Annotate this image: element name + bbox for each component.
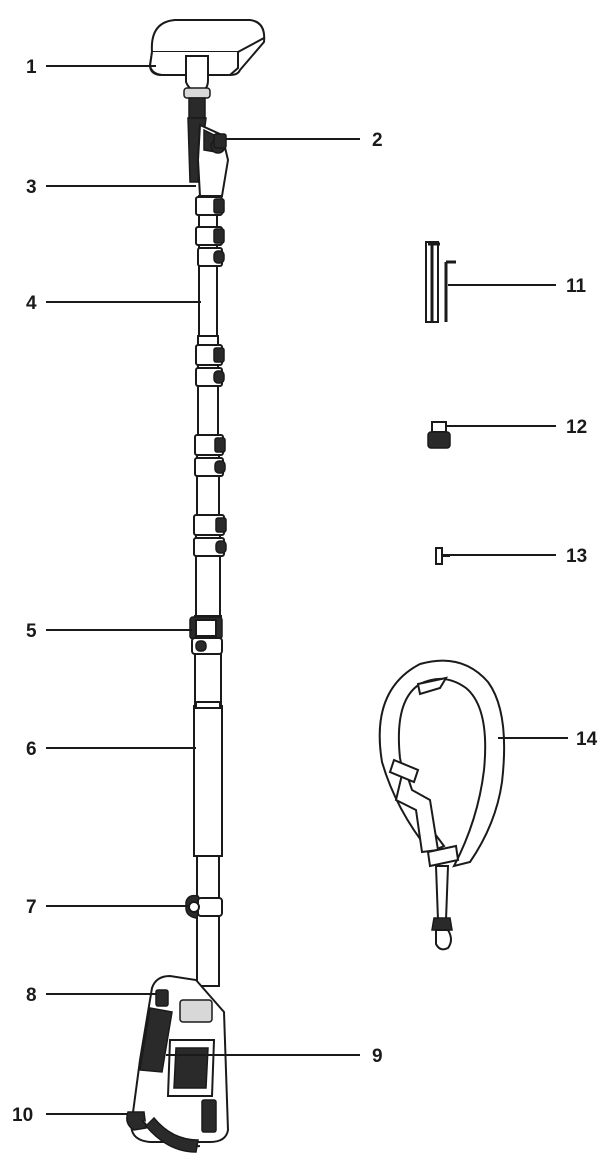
shoulder-strap (378, 659, 506, 951)
callout-9: 9 (372, 1046, 383, 1067)
callout-7: 7 (26, 897, 37, 918)
callout-12: 12 (566, 417, 587, 438)
lower-pole (185, 855, 223, 987)
callout-14: 14 (576, 729, 598, 750)
spray-handle (126, 974, 230, 1153)
leader-lines (46, 65, 568, 1115)
pole-clamps (189, 196, 227, 655)
callout-labels: 1 2 3 4 5 6 7 8 9 10 11 12 13 14 (12, 57, 598, 1126)
hex-keys (425, 241, 456, 323)
callout-11: 11 (566, 276, 587, 297)
callout-4: 4 (26, 293, 37, 314)
callout-8: 8 (26, 985, 37, 1006)
callout-1: 1 (26, 57, 37, 78)
callout-6: 6 (26, 739, 37, 760)
callout-2: 2 (372, 130, 383, 151)
callout-13: 13 (566, 546, 587, 567)
foam-grip (193, 701, 223, 857)
callout-5: 5 (26, 621, 37, 642)
callout-3: 3 (26, 177, 37, 198)
tilt-joint (187, 97, 230, 197)
callout-10: 10 (12, 1105, 33, 1126)
brush-head (148, 19, 266, 99)
